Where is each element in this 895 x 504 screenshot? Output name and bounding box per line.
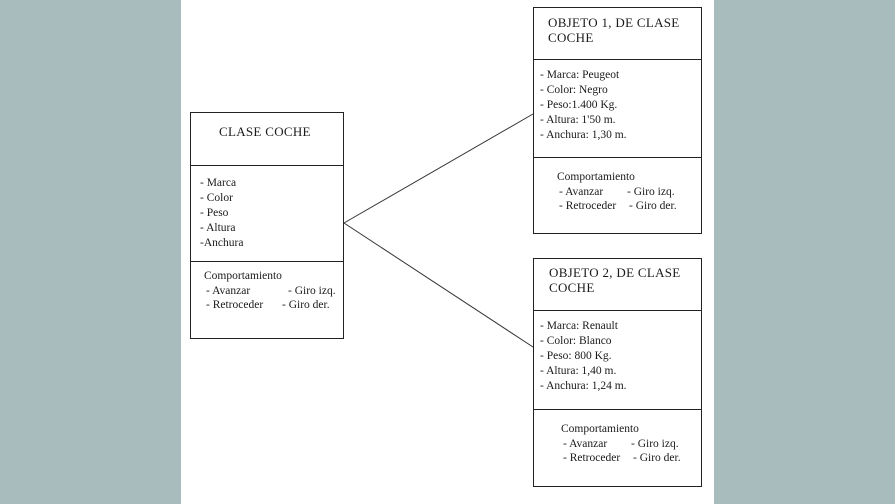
behavior-row: - Retroceder - Giro der. [561,451,701,466]
behavior-item: - Avanzar [563,437,608,450]
behavior-row: - Avanzar - Giro izq. [204,284,343,299]
attribute-line: - Anchura: 1,24 m. [540,380,627,392]
behavior-item: - Giro der. [633,452,681,464]
attribute-line: - Peso: 800 Kg. [540,350,612,362]
behavior-row: - Retroceder - Giro der. [557,199,701,214]
behavior-row: - Avanzar - Giro izq. [561,437,701,452]
behavior-item: - Retroceder [559,200,617,212]
behavior-item: - Avanzar [206,284,251,297]
behavior-row: - Retroceder - Giro der. [204,298,343,313]
object1-title-line2: COCHE [548,30,594,45]
behavior-item: - Giro der. [282,299,330,311]
attribute-line: - Color: Blanco [540,335,612,347]
object2-title-section: OBJETO 2, DE CLASE COCHE [534,259,701,310]
object2-attributes-section: - Marca: Renault - Color: Blanco - Peso:… [534,310,701,409]
attribute-line: - Marca [200,177,237,189]
object1-box: OBJETO 1, DE CLASE COCHE - Marca: Peugeo… [533,7,702,234]
connector-to-object1 [343,113,534,224]
class-attributes-section: - Marca - Color - Peso - Altura -Anchura [191,165,343,261]
object2-behavior-section: Comportamiento - Avanzar - Giro izq. - R… [534,409,701,486]
behavior-item: - Retroceder [563,452,621,464]
behavior-item: - Giro izq. [631,437,679,450]
behavior-item: - Giro der. [629,200,677,212]
behavior-title: Comportamiento [204,270,282,282]
attribute-line: - Altura [200,222,236,234]
attribute-line: - Anchura: 1,30 m. [540,129,627,141]
class-title-section: CLASE COCHE [191,113,343,165]
behavior-title: Comportamiento [561,423,639,435]
object2-box: OBJETO 2, DE CLASE COCHE - Marca: Renaul… [533,258,702,487]
attribute-line: - Peso [200,207,229,219]
class-title: CLASE COCHE [219,124,311,139]
behavior-item: - Giro izq. [288,284,336,297]
connector-to-object2 [343,222,534,348]
object1-title-section: OBJETO 1, DE CLASE COCHE [534,8,701,59]
behavior-title: Comportamiento [557,171,635,183]
attribute-line: - Marca: Peugeot [540,69,620,81]
object1-behavior-section: Comportamiento - Avanzar - Giro izq. - R… [534,157,701,233]
object1-title-line1: OBJETO 1, DE CLASE [548,15,680,30]
behavior-item: - Avanzar [559,185,604,198]
attribute-line: - Color [200,192,233,204]
behavior-item: - Retroceder [206,299,264,311]
attribute-line: - Color: Negro [540,84,608,96]
object1-attributes-section: - Marca: Peugeot - Color: Negro - Peso:1… [534,59,701,157]
behavior-row: - Avanzar - Giro izq. [557,185,701,200]
class-behavior-section: Comportamiento - Avanzar - Giro izq. - R… [191,261,343,338]
attribute-line: -Anchura [200,237,244,249]
behavior-item: - Giro izq. [627,185,675,198]
attribute-line: - Marca: Renault [540,320,618,332]
class-box: CLASE COCHE - Marca - Color - Peso - Alt… [190,112,344,339]
attribute-line: - Altura: 1'50 m. [540,114,616,126]
attribute-line: - Altura: 1,40 m. [540,365,617,377]
attribute-line: - Peso:1.400 Kg. [540,99,618,111]
object2-title-line1: OBJETO 2, DE CLASE [549,265,681,280]
object2-title-line2: COCHE [549,280,595,295]
